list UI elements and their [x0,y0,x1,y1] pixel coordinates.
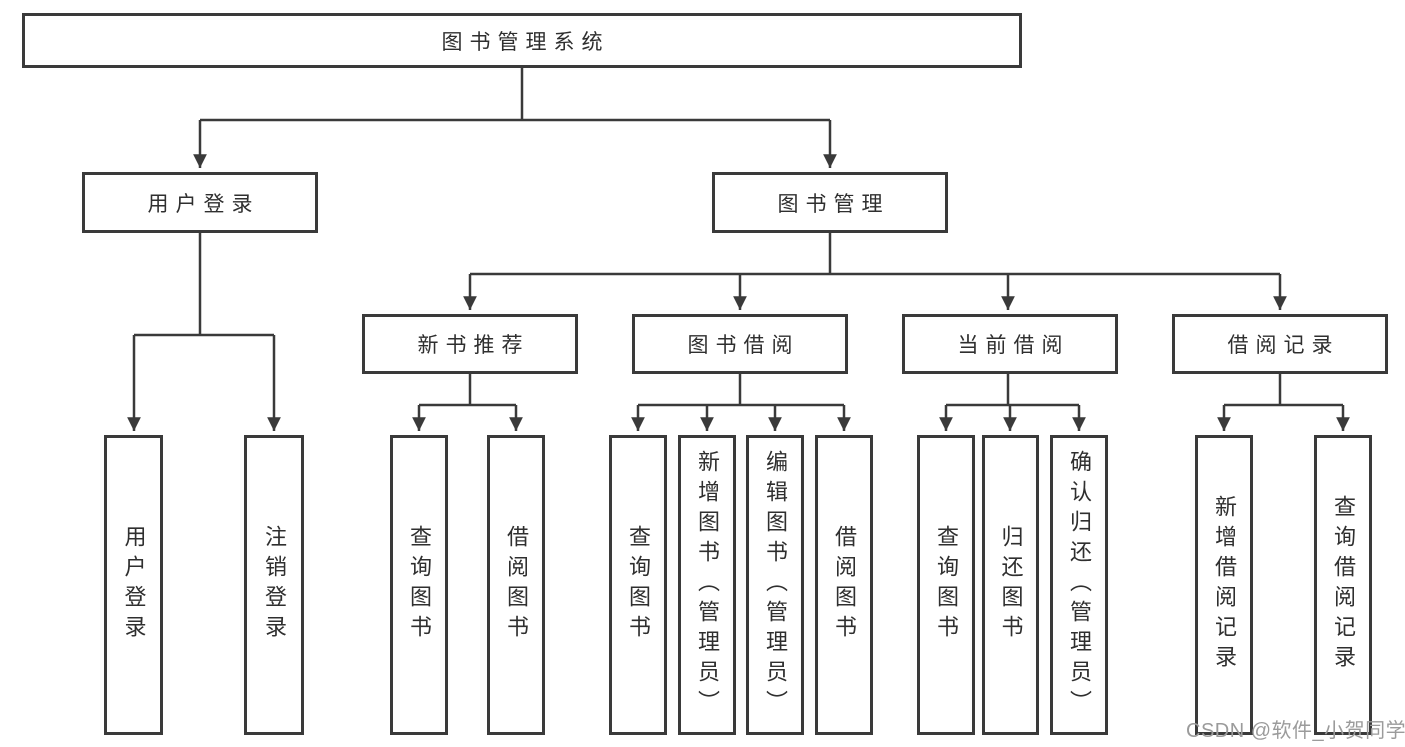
node-borrow-records: 借阅记录 [1172,314,1388,374]
leaf-edit-book-admin: 编辑图书（管理员） [746,435,804,735]
leaf-user-login: 用户登录 [104,435,163,735]
node-user-login-branch: 用户登录 [82,172,318,233]
node-new-book-recommend: 新书推荐 [362,314,578,374]
node-book-management-branch: 图书管理 [712,172,948,233]
leaf-confirm-return-admin: 确认归还（管理员） [1050,435,1108,735]
leaf-query-books-current: 查询图书 [917,435,975,735]
node-current-borrow: 当前借阅 [902,314,1118,374]
leaf-borrow-books-recommend: 借阅图书 [487,435,545,735]
leaf-add-borrow-record: 新增借阅记录 [1195,435,1253,735]
leaf-borrow-books: 借阅图书 [815,435,873,735]
leaf-query-borrow-record: 查询借阅记录 [1314,435,1372,735]
leaf-return-books: 归还图书 [982,435,1039,735]
leaf-query-books-recommend: 查询图书 [390,435,448,735]
leaf-add-book-admin: 新增图书（管理员） [678,435,736,735]
node-book-borrow: 图书借阅 [632,314,848,374]
node-library-management-system: 图书管理系统 [22,13,1022,68]
leaf-logout: 注销登录 [244,435,304,735]
leaf-query-books-borrow: 查询图书 [609,435,667,735]
csdn-watermark: CSDN @软件_小贺同学 [1186,720,1405,742]
